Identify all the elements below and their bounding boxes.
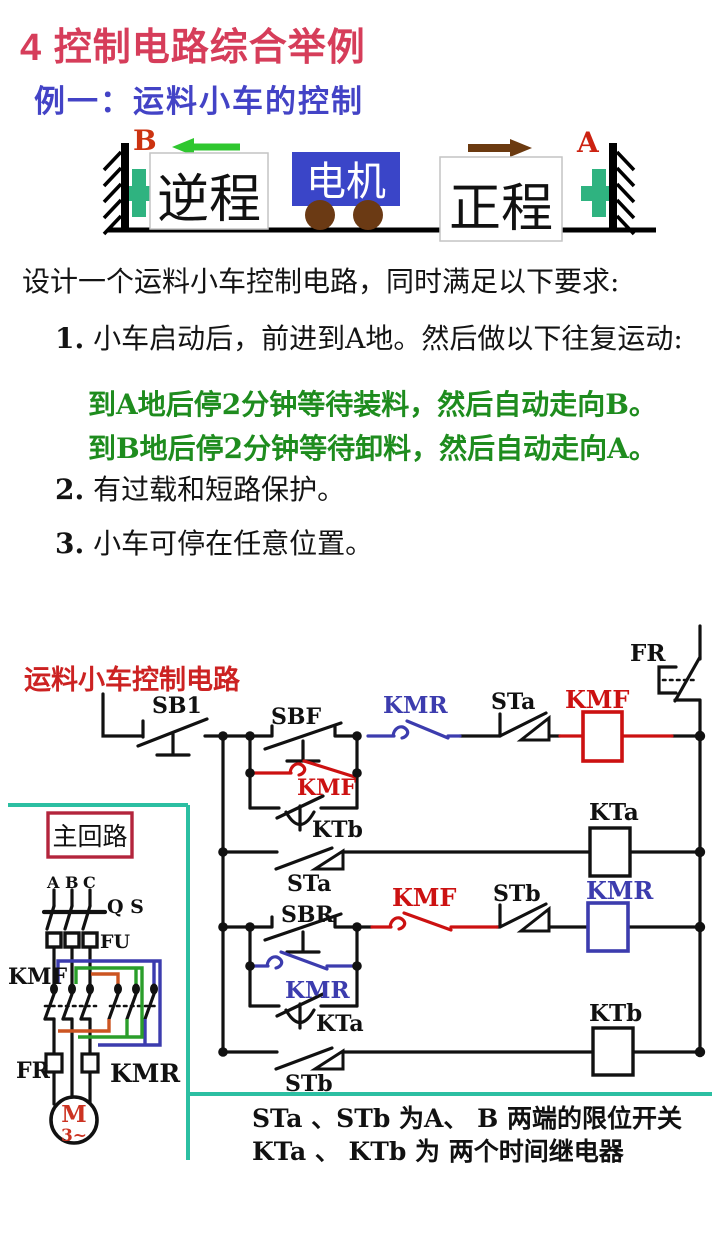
motor-label: 电机 bbox=[306, 159, 386, 205]
motor-cart: 电机 bbox=[292, 152, 400, 230]
terminal-b-label: B bbox=[133, 124, 157, 157]
sbf-label: SBF bbox=[271, 704, 321, 730]
kmf-red-wiring bbox=[248, 734, 674, 932]
motor-symbol bbox=[49, 1095, 99, 1145]
requirement-2-text: 有过载和短路保护。 bbox=[84, 473, 346, 506]
requirements-intro: 设计一个运料小车控制电路，同时满足以下要求: bbox=[22, 265, 620, 298]
motor-m-label: M bbox=[61, 1101, 86, 1128]
circuit-title: 运料小车控制电路 bbox=[24, 664, 241, 696]
sta-no-triangle-icon bbox=[309, 848, 345, 871]
requirement-1: 1. 小车启动后，前进到A地。然后做以下往复运动: bbox=[55, 317, 683, 357]
sta-nc-triangle-icon bbox=[516, 714, 551, 742]
kmr-blue-wiring bbox=[248, 719, 462, 971]
main-circuit-box bbox=[46, 811, 134, 859]
kmf-coil-label: KMF bbox=[565, 685, 629, 714]
kmr-coil-label: KMR bbox=[586, 876, 654, 905]
fuse-icons bbox=[45, 931, 99, 949]
fu-label: FU bbox=[100, 931, 130, 953]
phase-a-label: A bbox=[46, 873, 60, 892]
page-title: 4 控制电路综合举例 bbox=[20, 27, 366, 69]
sta-no-label: STa bbox=[287, 871, 331, 897]
fr-label: FR bbox=[630, 640, 666, 667]
crossover-blue-wire bbox=[56, 959, 162, 1047]
kta-coil bbox=[588, 826, 632, 878]
sb1-label: SB1 bbox=[152, 693, 202, 719]
kta-coil-label: KTa bbox=[589, 799, 639, 826]
reverse-label: 逆程 bbox=[157, 170, 261, 230]
kta-contact-label: KTa bbox=[316, 1011, 364, 1037]
requirement-1-text: 小车启动后，前进到A地。然后做以下往复运动: bbox=[84, 322, 683, 355]
crossover-green-wire bbox=[74, 966, 144, 1039]
fr-heater-icons bbox=[44, 1052, 100, 1074]
requirement-3-text: 小车可停在任意位置。 bbox=[84, 527, 374, 560]
stb-no-triangle-icon bbox=[309, 1048, 345, 1071]
crossover-orange-wire bbox=[58, 972, 120, 1033]
example-subtitle: 例一：运料小车的控制 bbox=[34, 84, 364, 120]
motor-box bbox=[292, 152, 400, 206]
requirement-3: 3. 小车可停在任意位置。 bbox=[55, 522, 373, 562]
motor-phase-label: 3~ bbox=[61, 1126, 87, 1146]
left-wall bbox=[102, 143, 129, 236]
fr-main-label: FR bbox=[16, 1058, 51, 1084]
reverse-arrow-icon bbox=[172, 138, 240, 156]
circuit-labels: FR SB1 SBF KMF KTb KMR STa KMF KTa STa S… bbox=[8, 640, 666, 1097]
kmr-hold-label: KMR bbox=[285, 977, 350, 1004]
requirement-2-number: 2. bbox=[55, 473, 85, 506]
forward-label: 正程 bbox=[449, 179, 553, 239]
wheel-left-icon bbox=[305, 200, 335, 230]
limit-switch-triangles bbox=[309, 714, 551, 1071]
forward-stroke-box: 正程 bbox=[439, 156, 563, 242]
qs-label: Q S bbox=[107, 896, 144, 918]
contactor-terminals bbox=[50, 983, 158, 995]
kmr-coil bbox=[586, 901, 630, 953]
right-wall bbox=[609, 143, 636, 236]
kmr-nc-label: KMR bbox=[383, 692, 448, 719]
terminal-a-label: A bbox=[576, 126, 600, 159]
requirement-1-detail-a: 到A地后停2分钟等待装料，然后自动走向B。 bbox=[88, 388, 657, 421]
kmr-main-label: KMR bbox=[110, 1059, 180, 1088]
kmf-coil bbox=[581, 710, 624, 763]
phase-c-label: C bbox=[83, 873, 96, 892]
junction-dots bbox=[218, 730, 706, 1058]
requirement-2: 2. 有过载和短路保护。 bbox=[55, 468, 345, 508]
ktb-contact-label: KTb bbox=[312, 817, 363, 843]
stb-nc-triangle-icon bbox=[516, 905, 551, 933]
kmf-hold-label: KMF bbox=[297, 775, 356, 801]
kmf-nc-label: KMF bbox=[392, 883, 456, 912]
section-divider-lines bbox=[8, 803, 712, 1160]
caption-line-2: KTa 、 KTb 为 两个时间继电器 bbox=[252, 1137, 624, 1166]
stb-no-label: STb bbox=[285, 1071, 333, 1097]
requirement-1-detail-b: 到B地后停2分钟等待卸料，然后自动走向A。 bbox=[88, 432, 657, 465]
requirement-1-number: 1. bbox=[55, 322, 85, 355]
ktb-coil-label: KTb bbox=[589, 1000, 642, 1027]
main-circuit-label: 主回路 bbox=[52, 822, 127, 851]
cart-illustration: B A 逆程 电机 正程 bbox=[102, 124, 656, 242]
reverse-stroke-box: 逆程 bbox=[149, 152, 269, 230]
sbr-label: SBR bbox=[281, 902, 334, 928]
right-bumper-icon bbox=[581, 169, 609, 217]
caption-line-1: STa 、STb 为A、 B 两端的限位开关 bbox=[252, 1104, 682, 1133]
forward-arrow-icon bbox=[468, 139, 532, 157]
phase-b-label: B bbox=[65, 873, 79, 892]
control-circuit-diagram: 运料小车控制电路 bbox=[8, 624, 712, 1160]
stb-nc-label: STb bbox=[493, 881, 541, 907]
sta-nc-label: STa bbox=[491, 689, 535, 715]
circuit-caption: STa 、STb 为A、 B 两端的限位开关 KTa 、 KTb 为 两个时间继… bbox=[252, 1102, 682, 1168]
ktb-coil bbox=[591, 1026, 635, 1077]
wheel-right-icon bbox=[353, 200, 383, 230]
requirement-3-number: 3. bbox=[55, 527, 85, 560]
main-power-circuit: 主回路 M bbox=[41, 811, 162, 1146]
kmf-main-label: KMF bbox=[8, 964, 67, 990]
